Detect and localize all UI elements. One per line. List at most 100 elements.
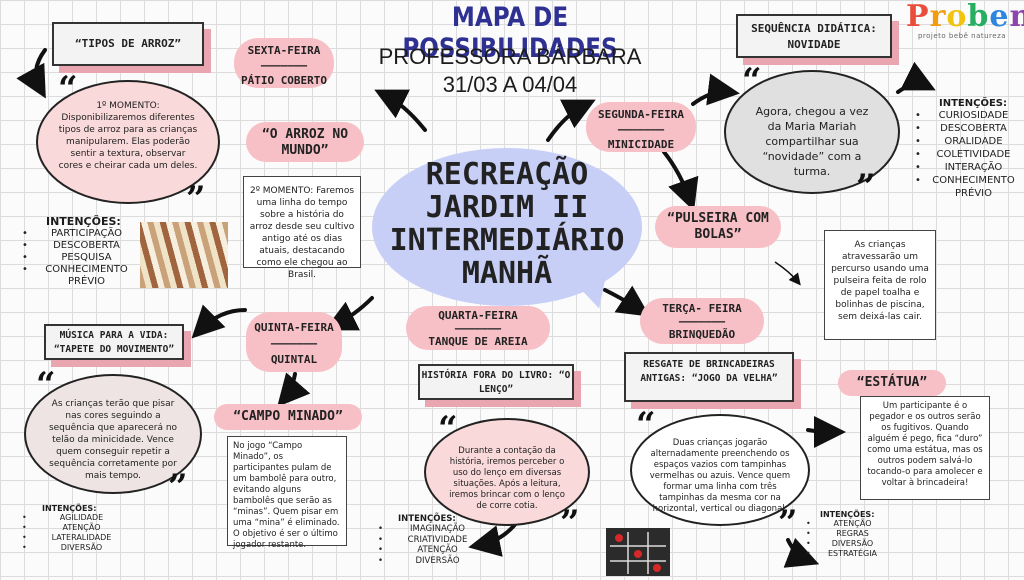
wednesday-intention-item: ATENÇÃO: [378, 545, 488, 556]
tuesday-divider: ———————: [678, 315, 726, 328]
friday-intention-item: CONHECIMENTO PRÉVIO: [22, 264, 142, 288]
tuesday-velha-oval: Duas crianças jogarão alternadamente pre…: [630, 414, 810, 526]
monday-intention-item: DESCOBERTA: [915, 122, 1023, 135]
monday-novidade-oval: Agora, chegou a vez da Maria Mariah comp…: [724, 70, 900, 194]
arrow-center-tuesday: [603, 285, 650, 317]
thursday-intention-item: AGILIDADE: [22, 513, 132, 523]
thursday-open-quote: “: [36, 365, 56, 405]
page-title: MAPA DE POSSIBILIDADES: [402, 2, 618, 64]
monday-pulseira-note: As crianças atravessarão um percurso usa…: [824, 230, 936, 340]
teacher-name: PROFESSORA BÁRBARA: [378, 44, 642, 69]
wednesday-close-quote: ”: [560, 503, 580, 543]
arrow-quinta-campo: [277, 372, 311, 408]
arrow-center-friday: [374, 89, 427, 132]
tuesday-intention-item: DIVERSÃO: [806, 539, 890, 549]
thursday-intention-item: DIVERSÃO: [22, 543, 132, 553]
monday-intention-item: COLETIVIDADE: [915, 148, 1023, 161]
monday-intention-item: INTERAÇÃO: [915, 161, 1023, 174]
tuesday-intention-item: REGRAS: [806, 529, 890, 539]
arrow-thursday-left: [191, 304, 247, 339]
thursday-intention-item: LATERALIDADE: [22, 533, 132, 543]
center-line-4: MANHÃ: [461, 256, 553, 291]
thursday-music-box: MÚSICA PARA A VIDA: “TAPETE DO MOVIMENTO…: [44, 324, 184, 360]
tuesday-estatua-pill: “ESTÁTUA”: [838, 370, 946, 396]
center-bubble: [372, 148, 642, 306]
tic-tac-toe-grid: [610, 532, 666, 574]
monday-open-quote: “: [742, 61, 762, 101]
thursday-day: QUINTA-FEIRA: [254, 321, 334, 334]
thursday-intention-item: ATENÇÃO: [22, 523, 132, 533]
monday-intention-item: CONHECIMENTO PRÉVIO: [915, 174, 1023, 200]
center-line-2: JARDIM II: [425, 190, 589, 225]
arrow-pulseira-note: [774, 261, 801, 286]
tuesday-intention-item: ATENÇÃO: [806, 519, 890, 529]
friday-intentions: INTENÇÕES: PARTICIPAÇÃO DESCOBERTA PESQU…: [22, 215, 142, 288]
tuesday-place: BRINQUEDÃO: [668, 328, 736, 341]
rice-photo: [140, 222, 228, 288]
tuesday-intentions-title: INTENÇÕES:: [820, 510, 875, 519]
logo-wordmark: Proben: [906, 0, 1024, 34]
tuesday-intentions: INTENÇÕES: ATENÇÃO REGRAS DIVERSÃO ESTRA…: [806, 510, 890, 559]
thursday-close-quote: ”: [168, 467, 188, 507]
monday-divider: ———————: [617, 123, 665, 136]
thursday-place: QUINTAL: [270, 353, 318, 366]
wednesday-place: TANQUE DE AREIA: [428, 335, 528, 348]
monday-intention-item: CURIOSIDADE: [915, 109, 1023, 122]
proben-logo: Proben projeto bebê natureza: [906, 0, 1024, 48]
wednesday-intentions: INTENÇÕES: IMAGINAÇÃO CRIATIVIDADE ATENÇ…: [378, 514, 488, 566]
friday-moment1-oval: 1º MOMENTO: Disponibilizaremos diferente…: [36, 80, 220, 204]
tuesday-estatua-note: Um participante é o pegador e os outros …: [860, 396, 990, 500]
center-title: RECREAÇÃO JARDIM II INTERMEDIÁRIO MANHÃ: [372, 158, 642, 290]
friday-open-quote: “: [58, 69, 78, 109]
tic-tac-toe-photo: [606, 528, 670, 576]
date-range: 31/03 A 04/04: [442, 72, 578, 97]
wednesday-story-box: HISTÓRIA FORA DO LIVRO: “O LENÇO”: [418, 364, 574, 400]
monday-day: SEGUNDA-FEIRA: [597, 108, 685, 121]
thursday-intentions-title: INTENÇÕES:: [42, 504, 97, 513]
logo-tagline: projeto bebê natureza: [917, 32, 1007, 40]
wednesday-intention-item: DIVERSÃO: [378, 556, 488, 567]
tuesday-rescue-box: RESGATE DE BRINCADEIRAS ANTIGAS: “JOGO D…: [624, 352, 794, 402]
tuesday-intention-item: ESTRATÉGIA: [806, 549, 890, 559]
monday-intentions: INTENÇÕES: CURIOSIDADE DESCOBERTA ORALID…: [915, 98, 1023, 200]
thursday-campo-pill: “CAMPO MINADO”: [214, 404, 362, 430]
arrow-center-monday: [546, 99, 596, 142]
wednesday-lenco-oval: Durante a contação da história, iremos p…: [424, 418, 590, 526]
arrow-box-tiposarroz: [16, 48, 47, 99]
wednesday-intention-item: IMAGINAÇÃO: [378, 524, 488, 535]
arrow-tue-intentions: [783, 537, 820, 568]
arrow-box-intentions: [896, 61, 936, 94]
monday-day-pill: SEGUNDA-FEIRA ——————— MINICIDADE: [586, 102, 696, 152]
friday-intention-item: DESCOBERTA: [22, 240, 142, 252]
friday-moment2-note: 2º MOMENTO: Faremos uma linha do tempo s…: [243, 176, 361, 280]
friday-activity2-pill: “O ARROZ NO MUNDO”: [246, 122, 364, 162]
monday-intention-item: ORALIDADE: [915, 135, 1023, 148]
wednesday-day-pill: QUARTA-FEIRA ——————— TANQUE DE AREIA: [406, 306, 550, 350]
wednesday-day: QUARTA-FEIRA: [438, 309, 518, 322]
thursday-campo-note: No jogo “Campo Minado”, os participantes…: [227, 436, 347, 550]
monday-close-quote: ”: [856, 167, 876, 207]
wednesday-intentions-title: INTENÇÕES:: [398, 514, 456, 524]
friday-divider: ———————: [260, 59, 308, 72]
tuesday-day-pill: TERÇA- FEIRA ——————— BRINQUEDÃO: [640, 298, 764, 344]
monday-sequence-box: SEQUÊNCIA DIDÁTICA: NOVIDADE: [736, 14, 892, 58]
wednesday-divider: ———————: [454, 322, 502, 335]
tuesday-open-quote: “: [636, 405, 656, 445]
monday-pulseira-pill: “PULSEIRA COM BOLAS”: [655, 206, 781, 248]
center-line-1: RECREAÇÃO: [425, 157, 589, 192]
monday-place: MINICIDADE: [607, 138, 675, 151]
thursday-tapete-oval: As crianças terão que pisar nas cores se…: [24, 374, 202, 494]
friday-day-pill: SEXTA-FEIRA ——————— PÁTIO COBERTO: [234, 38, 334, 88]
thursday-divider: ———————: [270, 337, 318, 350]
friday-intention-item: PESQUISA: [22, 252, 142, 264]
arrow-monday-box: [691, 73, 740, 106]
friday-intention-item: PARTICIPAÇÃO: [22, 228, 142, 240]
arrow-monday-pulseira: [662, 150, 699, 212]
monday-intentions-title: INTENÇÕES:: [939, 98, 1007, 109]
wednesday-intention-item: CRIATIVIDADE: [378, 535, 488, 546]
friday-place: PÁTIO COBERTO: [240, 74, 328, 87]
friday-close-quote: ”: [186, 179, 206, 219]
friday-activity-box: “TIPOS DE ARROZ”: [52, 22, 204, 66]
arrow-tue-estatua: [806, 415, 846, 448]
center-line-3: INTERMEDIÁRIO: [389, 223, 625, 258]
